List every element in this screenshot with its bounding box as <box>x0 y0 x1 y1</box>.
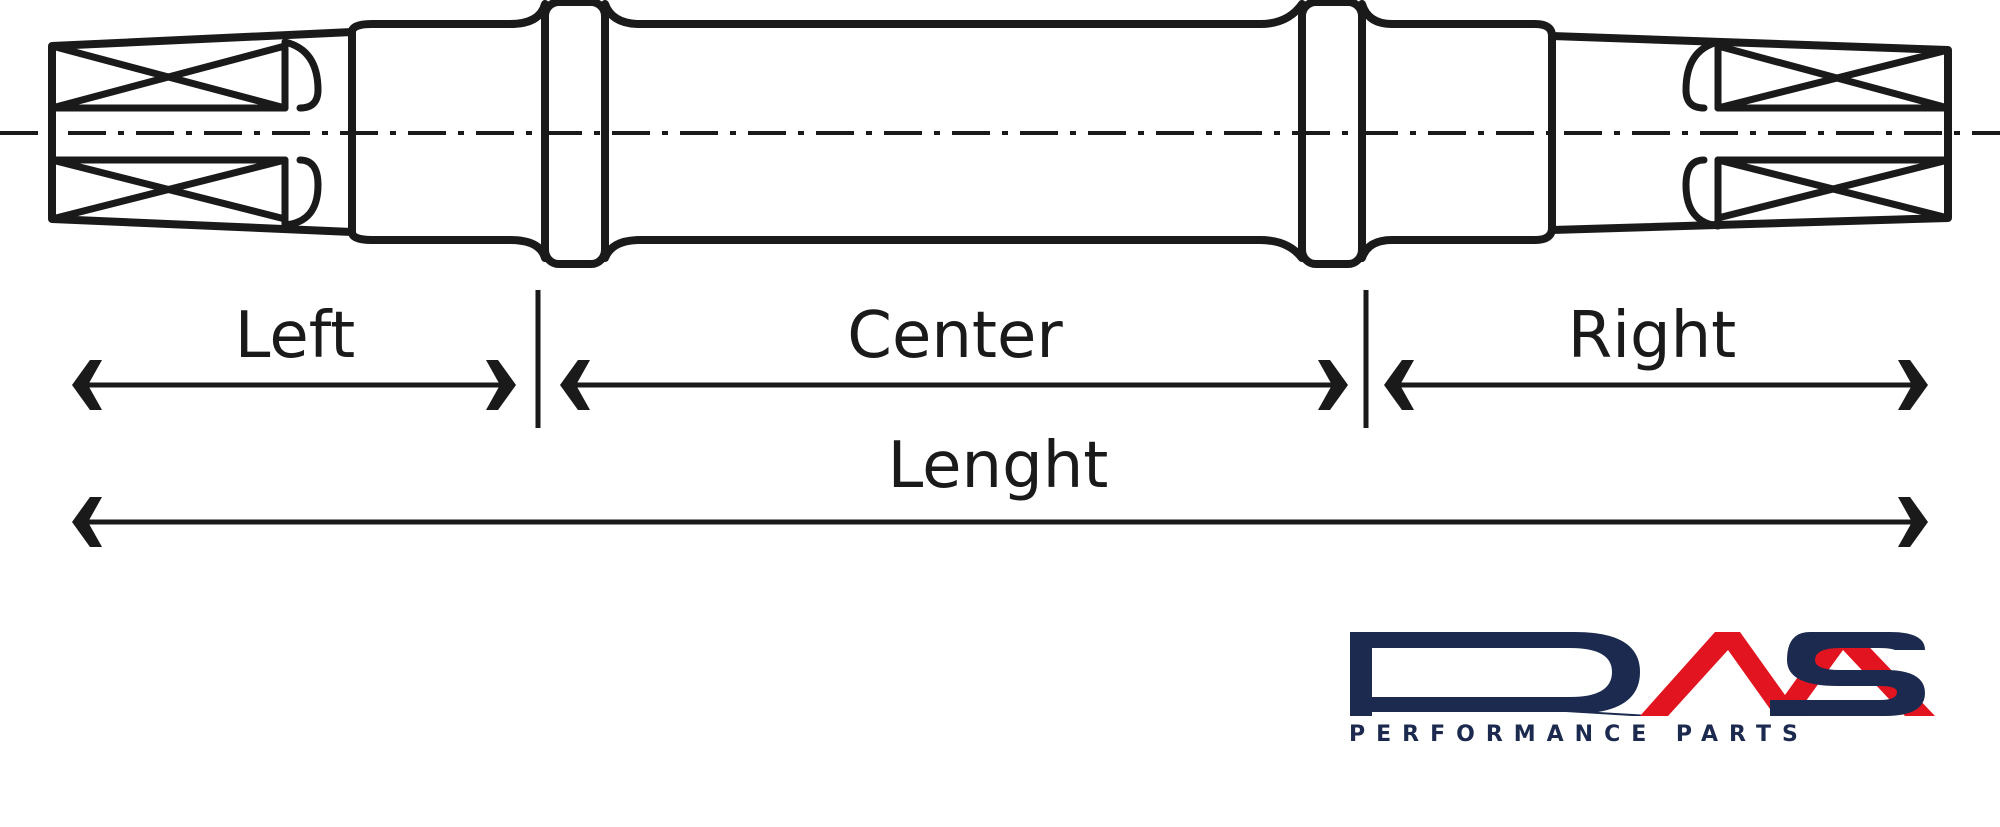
center-body <box>601 0 1306 262</box>
logo-tagline: PERFORMANCE PARTS <box>1349 722 1809 747</box>
length-dimension-arrow <box>72 497 1928 547</box>
logo-letter-s <box>1770 632 1925 716</box>
left-taper-hatch <box>48 38 322 229</box>
dimension-lines <box>72 290 1928 547</box>
left-dimension-arrow <box>72 360 516 410</box>
left-bearing-seat <box>348 0 549 262</box>
label-left: Left <box>235 299 355 373</box>
rms-logo: SPA PERFORMANCE PARTS <box>1349 632 1935 747</box>
logo-letter-r <box>1350 632 1668 716</box>
logo-suffix: SPA <box>1772 699 1807 717</box>
right-dimension-arrow <box>1384 360 1928 410</box>
label-length: Lenght <box>888 429 1109 503</box>
center-dimension-arrow <box>560 360 1348 410</box>
label-right: Right <box>1568 299 1737 373</box>
logo-letter-m <box>1640 632 1935 716</box>
right-taper-hatch <box>1682 38 1952 230</box>
right-taper-end <box>1548 32 1952 234</box>
label-center: Center <box>847 299 1063 373</box>
